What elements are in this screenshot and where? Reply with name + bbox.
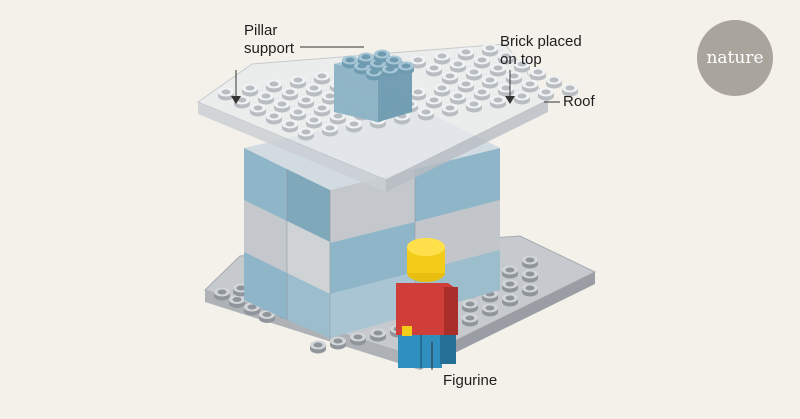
brick-placed-label: Brick placed on top xyxy=(500,33,582,69)
pillar-support-brick xyxy=(334,49,414,122)
pillar-support-studs xyxy=(342,49,414,81)
pillar-support-label-line1: Pillar xyxy=(244,22,278,39)
annotation-leaders xyxy=(231,46,560,370)
nature-logo: nature xyxy=(697,20,773,96)
pillar-support-label: Pillar support xyxy=(244,22,294,58)
brick-placed-label-line2: on top xyxy=(500,51,542,68)
figurine-label: Figurine xyxy=(443,372,498,389)
nature-logo-text: nature xyxy=(706,48,764,68)
figurine xyxy=(396,238,458,368)
brick-placed-label-line1: Brick placed xyxy=(500,33,582,50)
roof-plate xyxy=(196,43,578,192)
roof-label: Roof xyxy=(563,93,595,110)
pillar-support-label-line2: support xyxy=(244,40,295,57)
